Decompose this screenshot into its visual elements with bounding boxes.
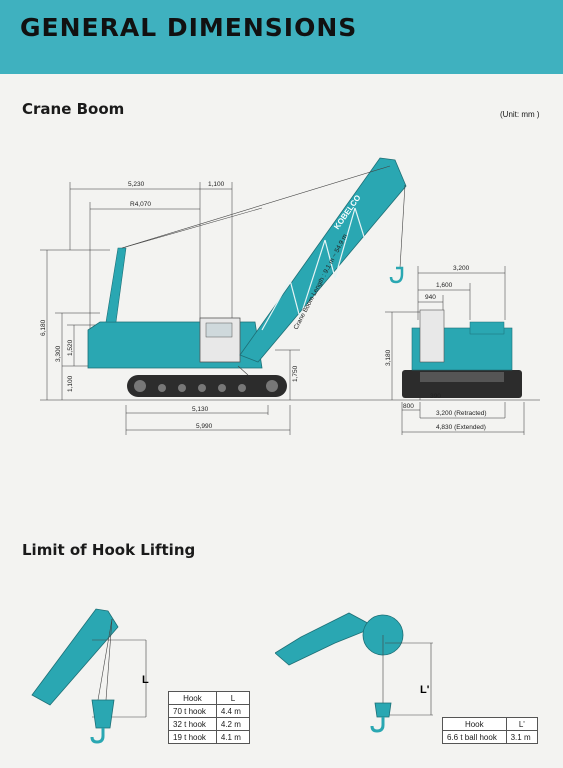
hook-icon-left [90,728,105,744]
boom-tip-right [275,612,376,666]
table-row: 32 t hook 4.2 m [168,717,251,731]
table-row: 19 t hook 4.1 m [168,730,251,744]
rear-view-cab [419,309,445,363]
dim-3180: 3,180 [385,349,392,366]
dim-390: 390 [430,393,441,400]
dim-r4070: R4,070 [130,201,151,208]
dim-940: 940 [425,294,436,301]
table-header: L [215,691,251,705]
table-cell: 6.6 t ball hook [442,730,507,744]
dim-retracted: 3,200 (Retracted) [436,410,487,417]
hook-diagram-right: L' [275,612,433,733]
dim-3300: 3,300 [55,345,62,362]
hook-icon-right [370,717,385,733]
dim-5130: 5,130 [192,406,209,413]
section-title-hook-lifting: Limit of Hook Lifting [22,541,196,559]
table-cell: 70 t hook [168,704,217,718]
hook-table-left: Hook L 70 t hook 4.4 m 32 t hook 4.2 m 1… [168,691,251,744]
section-title-crane-boom: Crane Boom [22,100,125,118]
hook-table-right: Hook L' 6.6 t ball hook 3.1 m [442,717,539,744]
table-cell: 19 t hook [168,730,217,744]
table-cell: 4.4 m [215,704,251,718]
gantry-mast [105,247,127,323]
crawler-track [127,375,287,397]
boom [239,157,407,363]
dim-1750: 1,750 [292,365,299,382]
hook-diagram-left: L [31,608,149,744]
table-cell: 32 t hook [168,717,217,731]
dim-extended: 4,830 (Extended) [436,424,486,431]
table-row: 6.6 t ball hook 3.1 m [442,730,539,744]
table-header: Hook [168,691,217,705]
dim-3200: 3,200 [453,265,470,272]
table-header: Hook [442,717,507,731]
unit-note: (Unit: mm ) [500,110,540,119]
dim-1100-vertical: 1,100 [67,375,74,392]
table-row: 70 t hook 4.4 m [168,704,251,718]
crane-boom-diagram: KOBELCO Crane Boom Length : 9.1 m ~ 54.9… [40,157,540,435]
page-title: GENERAL DIMENSIONS [20,13,358,42]
hook-icon [389,266,404,284]
dim-label-L-prime: L' [420,684,430,696]
dim-6180: 6,180 [40,319,47,336]
table-cell: 3.1 m [505,730,539,744]
table-header: L' [505,717,539,731]
table-cell: 4.2 m [215,717,251,731]
table-cell: 4.1 m [215,730,251,744]
ball-hook-right [374,702,392,718]
boom-tip-left [31,608,119,706]
dim-800: 800 [403,403,414,410]
hook-block-left [91,699,115,729]
dim-1100: 1,100 [208,181,225,188]
dim-5990: 5,990 [196,423,213,430]
dim-1520: 1,520 [67,339,74,356]
dim-1600: 1,600 [436,282,453,289]
header-band: GENERAL DIMENSIONS [0,0,563,74]
dim-5230: 5,230 [128,181,145,188]
dim-label-L: L [142,674,149,686]
